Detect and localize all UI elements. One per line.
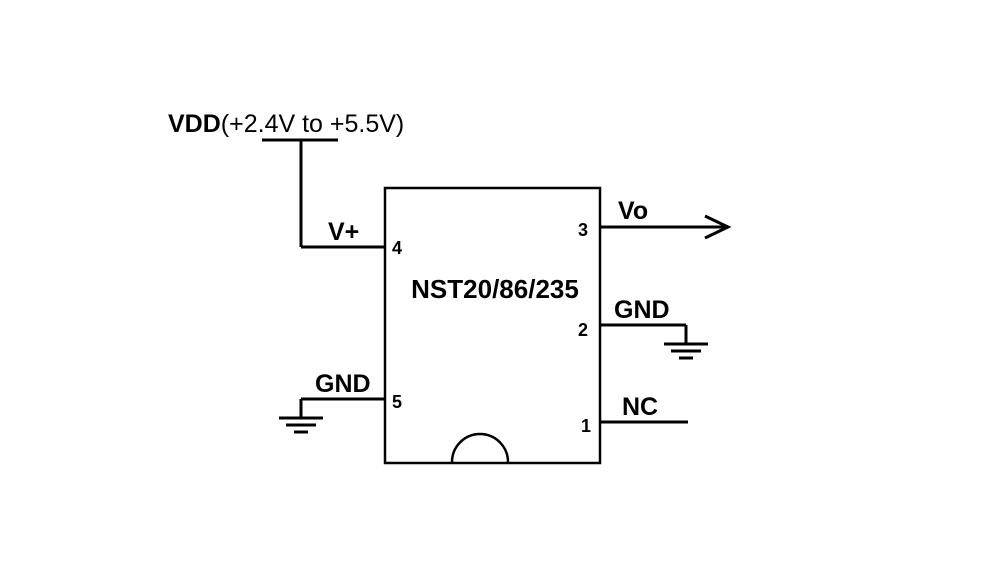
- ic-part-number: NST20/86/235: [411, 274, 579, 304]
- ic-notch: [450, 432, 510, 463]
- pin1-connection: 1 NC: [581, 393, 688, 436]
- pin2-label: GND: [614, 296, 670, 324]
- pin1-number: 1: [581, 416, 591, 436]
- ic-body: NST20/86/235: [383, 186, 602, 465]
- pin5-number: 5: [392, 392, 402, 412]
- pin1-label: NC: [622, 393, 658, 421]
- ic-outline: [383, 186, 602, 465]
- pin3-number: 3: [578, 220, 588, 240]
- pin5-connection: 5 GND: [279, 370, 402, 434]
- pin4-number: 4: [392, 238, 402, 258]
- arrow-right-icon: [704, 214, 732, 240]
- vdd-supply: VDD(+2.4V to +5.5V): [168, 110, 404, 247]
- ground-symbol-right-icon: [664, 342, 708, 360]
- pin5-label: GND: [315, 370, 371, 398]
- pin2-number: 2: [578, 320, 588, 340]
- ground-symbol-left-icon: [279, 416, 323, 434]
- pin3-connection: 3 Vo: [578, 197, 732, 240]
- pin4-label: V+: [328, 218, 359, 246]
- pin3-label: Vo: [618, 197, 648, 225]
- pin2-connection: 2 GND: [578, 296, 708, 360]
- pin4-connection: V+ 4: [301, 218, 402, 258]
- vdd-label: VDD(+2.4V to +5.5V): [168, 110, 404, 138]
